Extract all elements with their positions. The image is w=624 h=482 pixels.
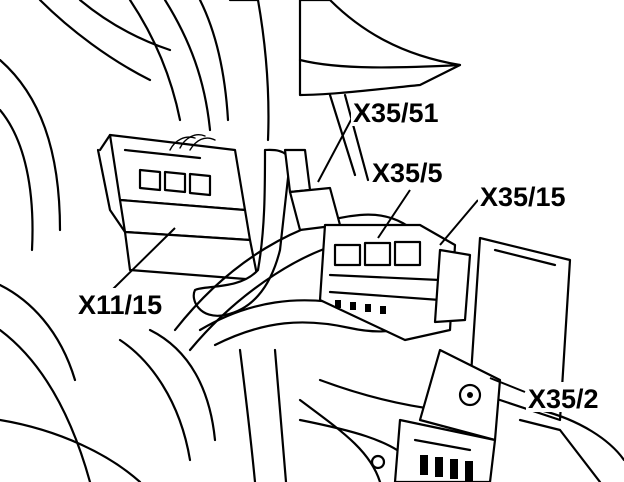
label-bg-x35-5 <box>370 156 460 186</box>
connector-x35-cluster <box>283 148 472 342</box>
connector-x11-15 <box>96 133 260 282</box>
label-bg-x11-15 <box>76 288 176 318</box>
label-x35-2: X35/2 <box>528 384 599 414</box>
lower-bracket <box>298 398 624 482</box>
background-harness <box>0 0 442 482</box>
label-x35-15: X35/15 <box>480 182 566 212</box>
label-bg-x35-2 <box>526 382 622 412</box>
leader-lines <box>111 117 526 393</box>
label-x11-15: X11/15 <box>78 290 162 320</box>
upper-panel <box>298 0 462 182</box>
relay-x35-2 <box>370 236 572 482</box>
label-bg-x35-51 <box>351 96 451 126</box>
label-x35-51: X35/51 <box>353 98 439 128</box>
label-bg-x35-15 <box>478 180 588 210</box>
label-x35-5: X35/5 <box>372 158 443 188</box>
